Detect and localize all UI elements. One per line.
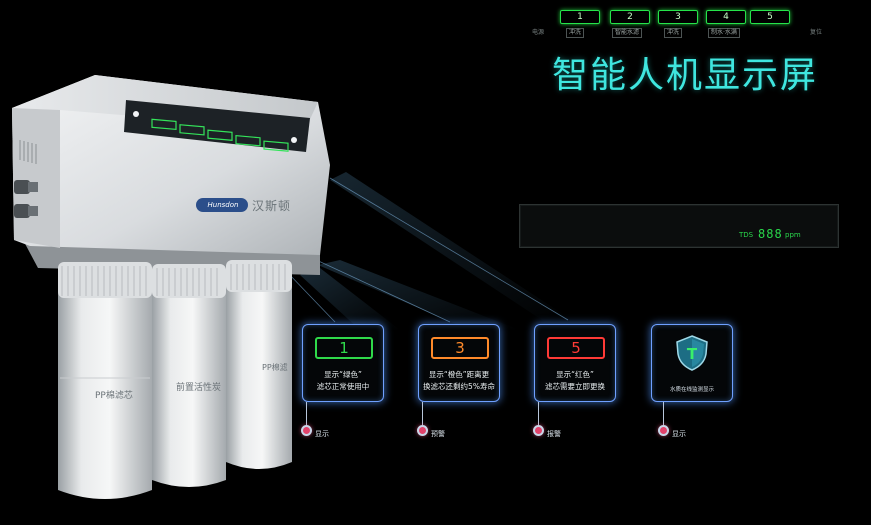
panel-sub-label: 冲洗 bbox=[664, 28, 683, 38]
indicator-dot bbox=[301, 425, 312, 436]
light-beam bbox=[318, 260, 520, 330]
filter-cartridge bbox=[152, 264, 226, 487]
water-quality-caption: 水质在线监测显示 bbox=[669, 387, 714, 393]
shield-letter: T bbox=[687, 345, 698, 363]
filter-label: PP棉滤 bbox=[262, 363, 288, 372]
filter-cartridge bbox=[226, 260, 292, 469]
brand-logo: Hunsdon bbox=[207, 201, 239, 209]
panel-sub-label: 制水·水满 bbox=[708, 28, 740, 38]
top-display-strip bbox=[124, 100, 310, 152]
status-number: 1 bbox=[315, 337, 373, 359]
tds-label: TDS bbox=[739, 231, 754, 239]
status-card-red: 5 显示“红色” 滤芯需要立即更换 bbox=[534, 324, 616, 402]
status-text: 显示“红色” bbox=[556, 370, 594, 379]
panel-sub-label: 冲洗 bbox=[566, 28, 585, 38]
control-panel-display bbox=[519, 204, 839, 248]
filter-label: 前置活性炭 bbox=[176, 383, 222, 393]
indicator-dot bbox=[533, 425, 544, 436]
panel-sub-label: 智能水滤 bbox=[612, 28, 643, 38]
filter-cartridge bbox=[58, 262, 152, 499]
tds-readout: 888 bbox=[758, 227, 783, 241]
panel-key-2[interactable]: 2 bbox=[610, 10, 650, 24]
status-card-green: 1 显示“绿色” 滤芯正常使用中 bbox=[302, 324, 384, 402]
page-title: 智能人机显示屏 bbox=[552, 55, 819, 96]
shield-icon: T bbox=[676, 335, 708, 371]
panel-key-5[interactable]: 5 bbox=[750, 10, 790, 24]
indicator-label: 显示 bbox=[672, 430, 686, 438]
water-quality-card: T 水质在线监测显示 bbox=[651, 324, 733, 402]
status-number: 5 bbox=[547, 337, 605, 359]
indicator-label: 预警 bbox=[431, 430, 445, 438]
panel-key-3[interactable]: 3 bbox=[658, 10, 698, 24]
light-beam bbox=[330, 172, 575, 322]
indicator-dot bbox=[658, 425, 669, 436]
status-text: 滤芯正常使用中 bbox=[316, 382, 370, 391]
status-number: 3 bbox=[431, 337, 489, 359]
panel-power-label: 电源 bbox=[532, 29, 545, 36]
status-text: 显示“橙色”距离更 bbox=[428, 370, 490, 379]
status-text: 换滤芯还剩约5%寿命 bbox=[423, 382, 495, 391]
panel-key-1[interactable]: 1 bbox=[560, 10, 600, 24]
status-text: 显示“绿色” bbox=[324, 370, 362, 379]
indicator-label: 报警 bbox=[547, 430, 561, 438]
tds-unit: ppm bbox=[785, 231, 801, 239]
pipe-fittings bbox=[14, 180, 38, 218]
status-text: 滤芯需要立即更换 bbox=[545, 382, 605, 391]
light-beam bbox=[300, 268, 400, 330]
indicator-label: 显示 bbox=[315, 430, 329, 438]
panel-key-4[interactable]: 4 bbox=[706, 10, 746, 24]
panel-reset-label: 复位 bbox=[810, 29, 823, 36]
indicator-dot bbox=[417, 425, 428, 436]
filter-label: PP棉滤芯 bbox=[95, 391, 133, 401]
status-card-orange: 3 显示“橙色”距离更 换滤芯还剩约5%寿命 bbox=[418, 324, 500, 402]
brand-name: 汉斯顿 bbox=[252, 199, 292, 213]
